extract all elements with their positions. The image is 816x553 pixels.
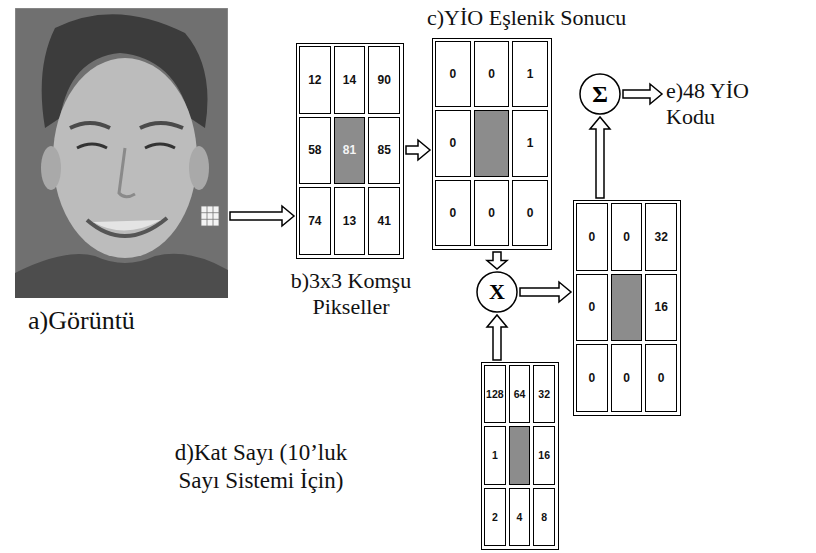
cell-value: 16 xyxy=(538,450,550,461)
cell-value: 32 xyxy=(654,231,667,243)
multiply-circle: X xyxy=(476,271,518,313)
cell-value: 41 xyxy=(377,215,390,227)
grid-cell: 0 xyxy=(576,274,608,342)
grid-cell: 16 xyxy=(533,426,555,484)
grid-cell: 58 xyxy=(299,117,331,185)
cell-value: 128 xyxy=(486,389,504,400)
caption: b)3x3 Komşu Pikseller xyxy=(276,268,426,321)
caption: a)Görüntü xyxy=(28,305,208,336)
grid-cell: 32 xyxy=(533,365,555,423)
cell-value: 58 xyxy=(308,144,321,156)
grid-cell: 14 xyxy=(334,46,366,114)
output-label: e)48 YİO Kodu xyxy=(666,78,776,131)
cell-value: 0 xyxy=(588,372,595,384)
cell-value: 0 xyxy=(623,231,630,243)
block-arrow xyxy=(487,252,507,269)
cell-value: 0 xyxy=(449,207,456,219)
caption: d)Kat Sayı (10’luk Sayı Sistemi İçin) xyxy=(156,439,366,494)
block-arrow xyxy=(406,140,430,160)
cell-value: 0 xyxy=(623,372,630,384)
grid-cell: 0 xyxy=(474,180,510,246)
operator-symbol: Σ xyxy=(592,82,608,106)
grid-cell: 8 xyxy=(533,488,555,546)
cell-value: 64 xyxy=(514,389,526,400)
grid-cell: 12 xyxy=(299,46,331,114)
cell-value: 1 xyxy=(527,68,534,80)
grid-cell: 85 xyxy=(368,117,400,185)
grid-cell: 64 xyxy=(509,365,531,423)
grid-cell: 13 xyxy=(334,187,366,255)
grid-cell: 41 xyxy=(368,187,400,255)
cell-value: 2 xyxy=(492,512,498,523)
cell-value: 81 xyxy=(343,144,356,156)
caption: c)YİO Eşlenik Sonucu xyxy=(427,5,637,31)
grid-cell: 74 xyxy=(299,187,331,255)
grid-cell: 1 xyxy=(484,426,506,484)
center-cell: 81 xyxy=(334,117,366,185)
grid-cell: 0 xyxy=(611,203,643,271)
block-arrow xyxy=(520,282,571,302)
face-image: a)Görüntü xyxy=(15,8,228,298)
cell-value: 13 xyxy=(343,215,356,227)
center-cell xyxy=(474,110,510,176)
cell-value: 0 xyxy=(588,301,595,313)
grid-cell: 0 xyxy=(512,180,548,246)
cell-value: 85 xyxy=(377,144,390,156)
cell-value: 90 xyxy=(377,74,390,86)
cell-value: 14 xyxy=(343,74,356,86)
weight-grid: 1286432116248d)Kat Sayı (10’luk Sayı Sis… xyxy=(481,362,559,550)
grid-cell: 90 xyxy=(368,46,400,114)
operator-symbol: X xyxy=(489,281,505,303)
cell-value: 0 xyxy=(488,68,495,80)
grid-cell: 1 xyxy=(512,110,548,176)
cell-value: 0 xyxy=(488,207,495,219)
cell-value: 0 xyxy=(588,231,595,243)
cell-value: 0 xyxy=(658,372,665,384)
binary-grid: 00101000c)YİO Eşlenik Sonucu xyxy=(432,38,552,250)
cell-value: 32 xyxy=(538,389,550,400)
cell-value: 16 xyxy=(654,301,667,313)
grid-cell: 4 xyxy=(509,488,531,546)
block-arrow xyxy=(590,117,610,198)
cell-value: 1 xyxy=(527,137,534,149)
grid-cell: 0 xyxy=(435,180,471,246)
grid-cell: 0 xyxy=(474,41,510,107)
output-arrow xyxy=(623,84,662,104)
grid-cell: 1 xyxy=(512,41,548,107)
grid-cell: 2 xyxy=(484,488,506,546)
block-arrow xyxy=(487,315,507,360)
grid-cell: 128 xyxy=(484,365,506,423)
block-arrow xyxy=(230,206,294,226)
cell-value: 1 xyxy=(492,450,498,461)
center-cell xyxy=(611,274,643,342)
grid-cell: 0 xyxy=(435,110,471,176)
pixel-window-icon xyxy=(201,206,219,226)
cell-value: 12 xyxy=(308,74,321,86)
cell-value: 0 xyxy=(449,137,456,149)
grid-cell: 0 xyxy=(576,344,608,412)
grid-cell: 0 xyxy=(645,344,677,412)
sum-circle: Σ xyxy=(579,73,621,115)
cell-value: 8 xyxy=(541,512,547,523)
grid-cell: 0 xyxy=(435,41,471,107)
grid-cell: 16 xyxy=(645,274,677,342)
cell-value: 0 xyxy=(527,207,534,219)
center-cell xyxy=(509,426,531,484)
cell-value: 0 xyxy=(449,68,456,80)
grid-cell: 32 xyxy=(645,203,677,271)
cell-value: 4 xyxy=(517,512,523,523)
grid-cell: 0 xyxy=(576,203,608,271)
grid-cell: 0 xyxy=(611,344,643,412)
pixel-grid: 121490588185741341b)3x3 Komşu Pikseller xyxy=(296,43,404,259)
weighted-grid: 0 0 32 0 16 0 0 0 xyxy=(573,200,681,416)
face-photo xyxy=(15,8,228,298)
cell-value: 74 xyxy=(308,215,321,227)
